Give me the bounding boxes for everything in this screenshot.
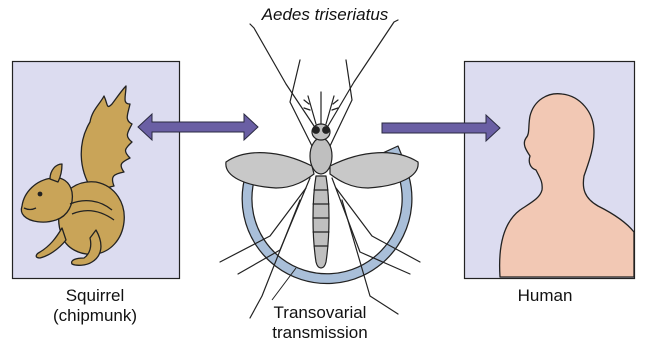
squirrel-label-line2: (chipmunk) [10,306,180,326]
human-label: Human [470,286,620,306]
vector-species-title: Aedes triseriatus [200,5,450,25]
squirrel-label: Squirrel (chipmunk) [10,286,180,326]
cycle-label-line1: Transovarial [230,303,410,323]
squirrel-label-line1: Squirrel [10,286,180,306]
cycle-label-leaders [272,268,296,300]
transovarial-transmission-label: Transovarial transmission [230,303,410,343]
cycle-label-line2: transmission [230,323,410,343]
